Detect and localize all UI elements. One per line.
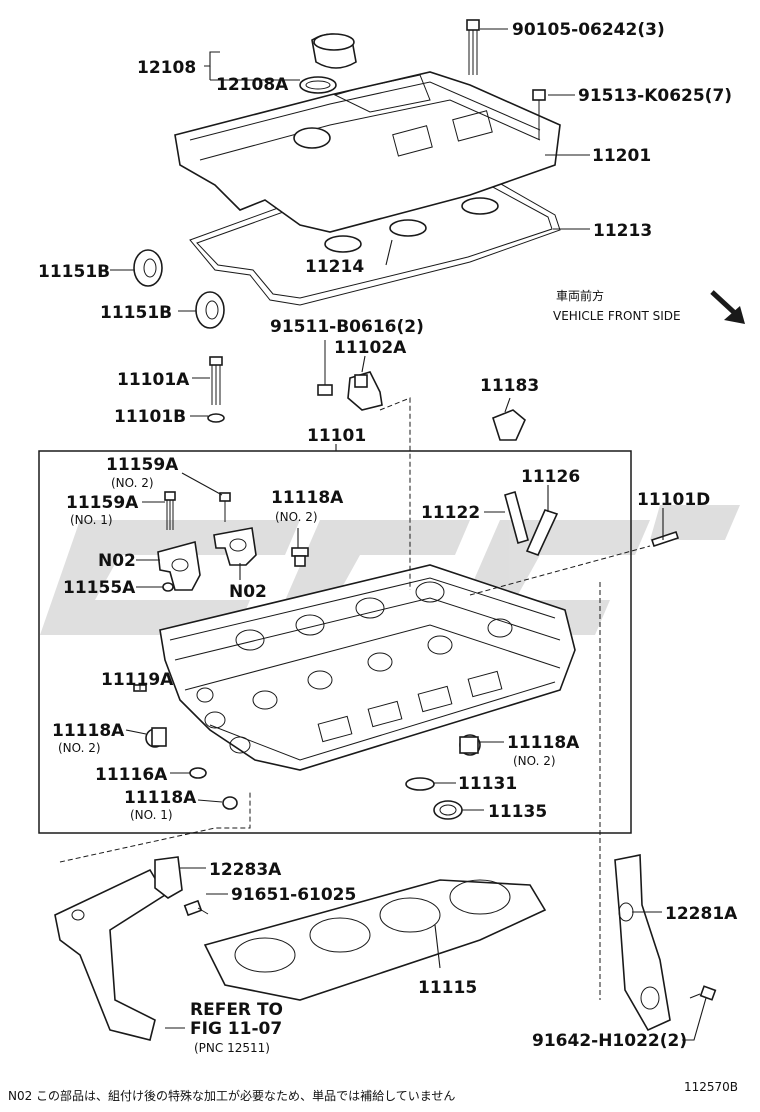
- figure-id: 112570B: [684, 1080, 738, 1094]
- label-91651: 91651-61025: [231, 885, 356, 905]
- bolt-91651: [183, 899, 209, 917]
- reference-lines: [59, 397, 651, 1000]
- label-11102a: 11102A: [334, 338, 407, 358]
- label-11122: 11122: [421, 503, 480, 523]
- label-11101: 11101: [307, 426, 366, 446]
- label-11115: 11115: [418, 978, 477, 998]
- label-90105: 90105-06242(3): [512, 20, 665, 40]
- label-11118a-right: 11118A: [507, 733, 580, 753]
- bolt-11159a-no1: [164, 491, 176, 530]
- tube-11126: [525, 509, 559, 557]
- plug-11118a-right: [459, 734, 481, 756]
- label-11159a-no1-sub: (NO. 1): [70, 513, 113, 527]
- label-11213: 11213: [593, 221, 652, 241]
- label-11118a-bottom: 11118A: [124, 788, 197, 808]
- head-bolt-11101a: [207, 356, 225, 423]
- vehicle-front-arrow: [710, 290, 745, 324]
- label-n02-right: N02: [229, 582, 267, 602]
- label-11159a-no1: 11159A: [66, 493, 139, 513]
- bolt-11159a-no2: [219, 492, 231, 522]
- label-91511: 91511-B0616(2): [270, 317, 424, 337]
- label-11116a: 11116A: [95, 765, 168, 785]
- label-11101a: 11101A: [117, 370, 190, 390]
- plate-12283a: [154, 856, 183, 899]
- label-11151b-lower: 11151B: [100, 303, 172, 323]
- part-labels: 90105-06242(3) 12108 12108A 91513-K0625(…: [8, 20, 738, 1103]
- label-11183: 11183: [480, 376, 539, 396]
- label-91642: 91642-H1022(2): [532, 1031, 687, 1051]
- label-11118a-top-sub: (NO. 2): [275, 510, 318, 524]
- label-12108: 12108: [137, 58, 196, 78]
- label-12283a: 12283A: [209, 860, 282, 880]
- label-11118a-top: 11118A: [271, 488, 344, 508]
- bolt-91513: [532, 89, 546, 140]
- stud-11101d: [650, 530, 680, 548]
- label-refer-fig: FIG 11-07: [190, 1019, 282, 1039]
- leader-lines: [110, 28, 707, 1041]
- label-11118a-left-sub: (NO. 2): [58, 741, 101, 755]
- plug-11118a-bottom: [222, 796, 238, 810]
- label-12281a: 12281A: [665, 904, 738, 924]
- cam-position-sensor-11102a: [317, 340, 383, 411]
- pin-11155a: [162, 582, 174, 592]
- seal-11151b-lower: [195, 291, 225, 329]
- plug-11118a-left: [145, 727, 167, 748]
- tube-11122: [504, 490, 529, 545]
- label-11101d: 11101D: [637, 490, 710, 510]
- label-12108a: 12108A: [216, 75, 289, 95]
- label-n02-left: N02: [98, 551, 136, 571]
- bearing-cap-n02-right: [213, 527, 257, 566]
- label-11118a-left: 11118A: [52, 721, 125, 741]
- label-11118a-bottom-sub: (NO. 1): [130, 808, 173, 822]
- label-11155a: 11155A: [63, 578, 136, 598]
- label-11119a: 11119A: [101, 670, 174, 690]
- valve-cover-assembly: [133, 19, 561, 329]
- label-11118a-right-sub: (NO. 2): [513, 754, 556, 768]
- cylinder-head-assembly-box: [38, 450, 632, 834]
- label-11131: 11131: [458, 774, 517, 794]
- ring-11131: [405, 777, 435, 791]
- label-vehicle-front-jp: 車両前方: [556, 288, 604, 303]
- seal-11151b-upper: [133, 249, 163, 287]
- head-gasket-11115: [203, 879, 547, 1001]
- label-11159a-no2: 11159A: [106, 455, 179, 475]
- label-11151b-upper: 11151B: [38, 262, 110, 282]
- cylinder-head-11101: [159, 564, 576, 771]
- engine-hanger-12281a: [614, 854, 671, 1032]
- engine-hanger-left: [54, 868, 167, 1041]
- label-11101b: 11101B: [114, 407, 186, 427]
- footer-note: N02 この部品は、組付け後の特殊な加工が必要なため、単品では補給していません: [8, 1088, 455, 1103]
- bearing-cap-n02-left: [157, 540, 201, 591]
- part-11183: [492, 409, 526, 441]
- plug-11116a: [189, 767, 207, 779]
- label-11159a-no2-sub: (NO. 2): [111, 476, 154, 490]
- label-11135: 11135: [488, 802, 547, 822]
- label-refer-pnc: (PNC 12511): [194, 1041, 270, 1055]
- ring-11135: [433, 800, 463, 820]
- label-refer-to: REFER TO: [190, 1000, 283, 1020]
- plug-11118a-top: [291, 547, 309, 567]
- bolt-91642: [689, 985, 717, 1001]
- label-11201: 11201: [592, 146, 651, 166]
- label-vehicle-front-en: VEHICLE FRONT SIDE: [553, 309, 681, 323]
- bolt-90105: [466, 19, 480, 75]
- valve-cover-11201: [174, 71, 561, 233]
- label-91513: 91513-K0625(7): [578, 86, 732, 106]
- label-11214: 11214: [305, 257, 364, 277]
- label-11126: 11126: [521, 467, 580, 487]
